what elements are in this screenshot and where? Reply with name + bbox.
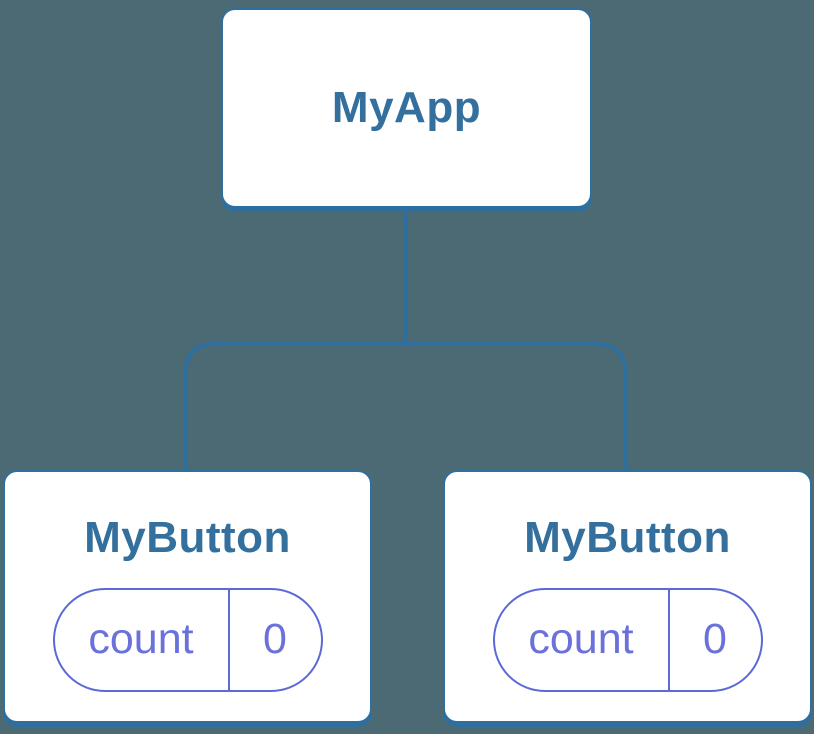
- state-pill: count 0: [492, 587, 763, 692]
- state-key-cell: count: [495, 589, 670, 690]
- state-key-label: count: [528, 615, 634, 664]
- state-value-label: 0: [263, 615, 287, 664]
- state-value-cell: 0: [230, 590, 321, 690]
- root-node: MyApp: [221, 8, 592, 208]
- state-key-label: count: [88, 615, 194, 664]
- component-node-label: MyButton: [524, 513, 731, 562]
- state-value-cell: 0: [670, 590, 761, 690]
- connector-bracket-line: [183, 342, 628, 472]
- component-node-label: MyButton: [84, 513, 291, 562]
- state-pill: count 0: [52, 587, 323, 692]
- root-node-label: MyApp: [331, 82, 482, 132]
- component-node-left: MyButton count 0: [3, 470, 372, 723]
- state-value-label: 0: [703, 615, 727, 664]
- component-node-right: MyButton count 0: [443, 470, 812, 723]
- state-key-cell: count: [55, 589, 230, 690]
